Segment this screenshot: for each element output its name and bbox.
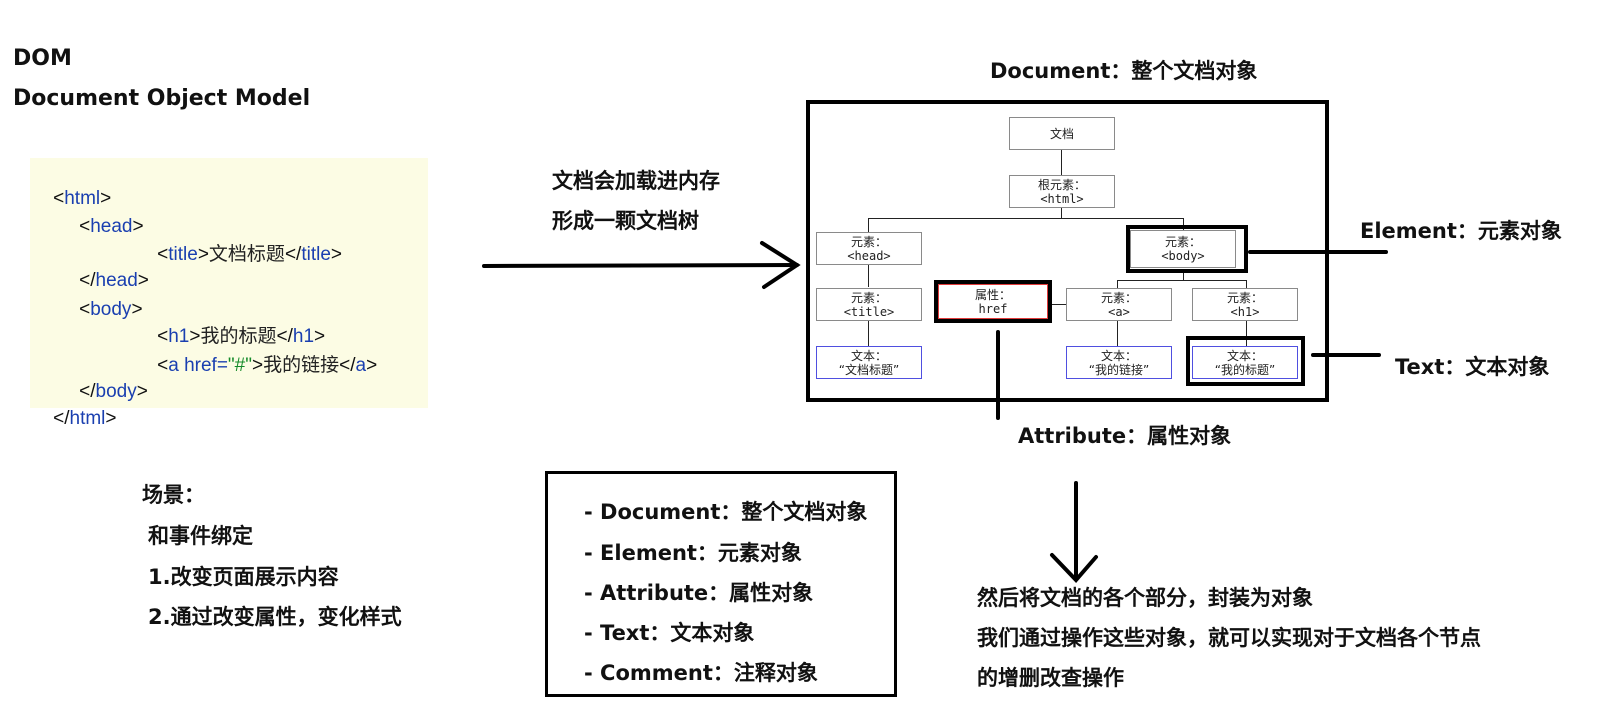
arrow-caption-line1: 文档会加载进内存 bbox=[552, 169, 720, 193]
attribute-highlight-box bbox=[934, 280, 1052, 323]
code-line: <html> bbox=[53, 188, 112, 209]
object-type-list: - Document：整个文档对象 - Element：元素对象 - Attri… bbox=[545, 471, 897, 697]
tree-connector bbox=[1061, 150, 1062, 175]
tree-connector bbox=[868, 218, 869, 232]
tree-connector bbox=[868, 321, 869, 346]
tree-node-text-link: 文本：“我的链接” bbox=[1066, 346, 1172, 379]
list-item: - Comment：注释对象 bbox=[584, 661, 818, 685]
list-item: - Document：整个文档对象 bbox=[584, 500, 868, 524]
list-item: - Text：文本对象 bbox=[584, 621, 755, 645]
html-code-block: <html> <head> <title>文档标题</title> </head… bbox=[30, 158, 428, 429]
code-line: </head> bbox=[79, 270, 149, 291]
tree-node-text-title: 文本：“文档标题” bbox=[816, 346, 922, 379]
tree-connector bbox=[1183, 218, 1184, 230]
dom-subtitle: Document Object Model bbox=[13, 86, 311, 111]
tree-node-html: 根元素：<html> bbox=[1009, 175, 1115, 208]
conclusion-line1: 然后将文档的各个部分，封装为对象 bbox=[977, 586, 1313, 610]
code-line: <a href="#">我的链接</a> bbox=[157, 354, 378, 376]
element-label: Element：元素对象 bbox=[1360, 219, 1562, 243]
dom-title: DOM bbox=[13, 46, 72, 71]
text-label: Text：文本对象 bbox=[1395, 355, 1550, 379]
tree-node-text-h1: 文本：“我的标题” bbox=[1192, 346, 1298, 379]
down-arrow-head bbox=[1050, 553, 1098, 583]
scenario-item: 1.改变页面展示内容 bbox=[148, 565, 339, 589]
code-line: <body> bbox=[79, 299, 143, 320]
scenario-item: 和事件绑定 bbox=[148, 524, 253, 548]
scenario-title: 场景： bbox=[142, 483, 205, 507]
tree-connector bbox=[1117, 321, 1118, 346]
tree-connector bbox=[868, 265, 869, 287]
tree-node-body: 元素：<body> bbox=[1130, 230, 1236, 268]
code-line: <title>文档标题</title> bbox=[157, 243, 342, 265]
tree-connector bbox=[1117, 280, 1246, 281]
tree-connector bbox=[1246, 280, 1247, 288]
arrow-caption-line2: 形成一颗文档树 bbox=[552, 209, 699, 233]
code-line: <head> bbox=[79, 216, 144, 237]
tree-connector bbox=[868, 218, 1183, 219]
load-arrow-shaft bbox=[482, 263, 799, 268]
tree-node-title: 元素：<title> bbox=[816, 288, 922, 321]
conclusion-line2: 我们通过操作这些对象，就可以实现对于文档各个节点 bbox=[977, 626, 1481, 650]
tree-node-h1: 元素：<h1> bbox=[1192, 288, 1298, 321]
attribute-label: Attribute：属性对象 bbox=[1018, 424, 1232, 448]
tree-node-attribute-href: 属性：href bbox=[938, 284, 1048, 319]
tree-node-document: 文档 bbox=[1009, 117, 1115, 150]
tree-connector bbox=[1183, 272, 1184, 280]
tree-connector bbox=[1246, 321, 1247, 346]
load-arrow-head bbox=[760, 241, 801, 289]
tree-node-head: 元素：<head> bbox=[816, 232, 922, 265]
code-line: </body> bbox=[79, 381, 148, 402]
tree-connector bbox=[1050, 304, 1066, 305]
conclusion-line3: 的增删改查操作 bbox=[977, 666, 1124, 690]
text-highlight-box bbox=[1186, 336, 1305, 386]
document-tree-frame bbox=[806, 100, 1329, 402]
tree-node-a: 元素：<a> bbox=[1066, 288, 1172, 321]
document-label: Document：整个文档对象 bbox=[990, 59, 1258, 83]
list-item: - Attribute：属性对象 bbox=[584, 581, 814, 605]
tree-connector bbox=[1117, 280, 1118, 288]
element-highlight-box bbox=[1126, 225, 1248, 273]
scenario-item: 2.通过改变属性，变化样式 bbox=[148, 605, 402, 629]
code-line: </html> bbox=[53, 408, 117, 429]
list-item: - Element：元素对象 bbox=[584, 541, 802, 565]
tree-connector bbox=[1061, 208, 1062, 218]
code-line: <h1>我的标题</h1> bbox=[157, 325, 326, 347]
